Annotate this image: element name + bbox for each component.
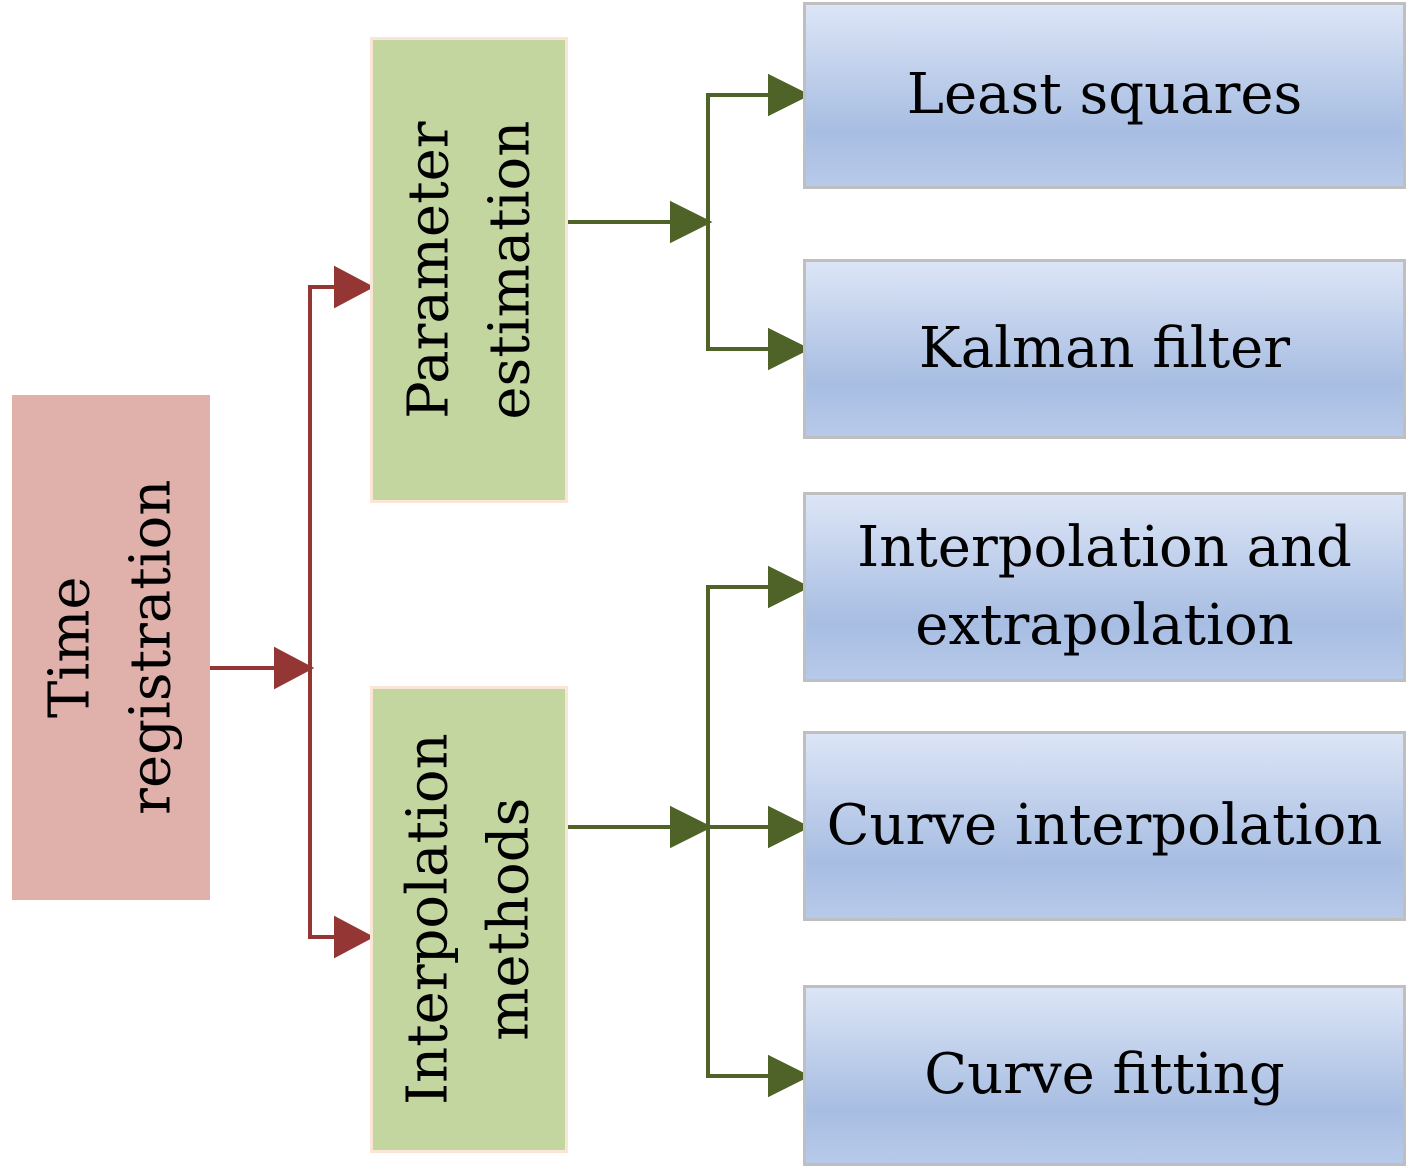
leaf-node-curve-interpolation: Curve interpolation xyxy=(803,731,1406,921)
leaf-label: Interpolation and extrapolation xyxy=(857,514,1352,658)
root-node-time-registration: Time registration xyxy=(12,395,210,900)
leaf-node-least-squares: Least squares xyxy=(803,2,1406,189)
branch-label-line2: estimation xyxy=(477,120,543,420)
branch-label-line2: methods xyxy=(477,797,542,1042)
leaf-label: Least squares xyxy=(906,62,1303,128)
leaf-node-curve-fitting: Curve fitting xyxy=(803,985,1406,1166)
branch-label-line1: Parameter xyxy=(395,121,461,419)
leaf-label: Curve fitting xyxy=(924,1042,1285,1108)
leaf-label: Kalman filter xyxy=(918,315,1291,381)
leaf-label: Curve interpolation xyxy=(826,792,1383,858)
branch-label-line1: Interpolation xyxy=(395,733,461,1106)
leaf-node-interpolation-extrapolation: Interpolation and extrapolation xyxy=(803,492,1406,682)
branch-connector-parameter xyxy=(566,73,811,371)
branch-label: Parameter estimation xyxy=(388,121,550,420)
root-label-line2: registration xyxy=(119,479,185,816)
branch-label: Interpolation methods xyxy=(388,734,550,1106)
branch-node-parameter-estimation: Parameter estimation xyxy=(370,37,568,503)
root-label: Time registration xyxy=(30,480,192,815)
root-label-line1: Time xyxy=(37,576,103,719)
leaf-node-kalman-filter: Kalman filter xyxy=(803,259,1406,439)
branch-node-interpolation-methods: Interpolation methods xyxy=(370,686,568,1153)
root-connector xyxy=(208,265,375,959)
branch-connector-interpolation xyxy=(566,565,811,1098)
